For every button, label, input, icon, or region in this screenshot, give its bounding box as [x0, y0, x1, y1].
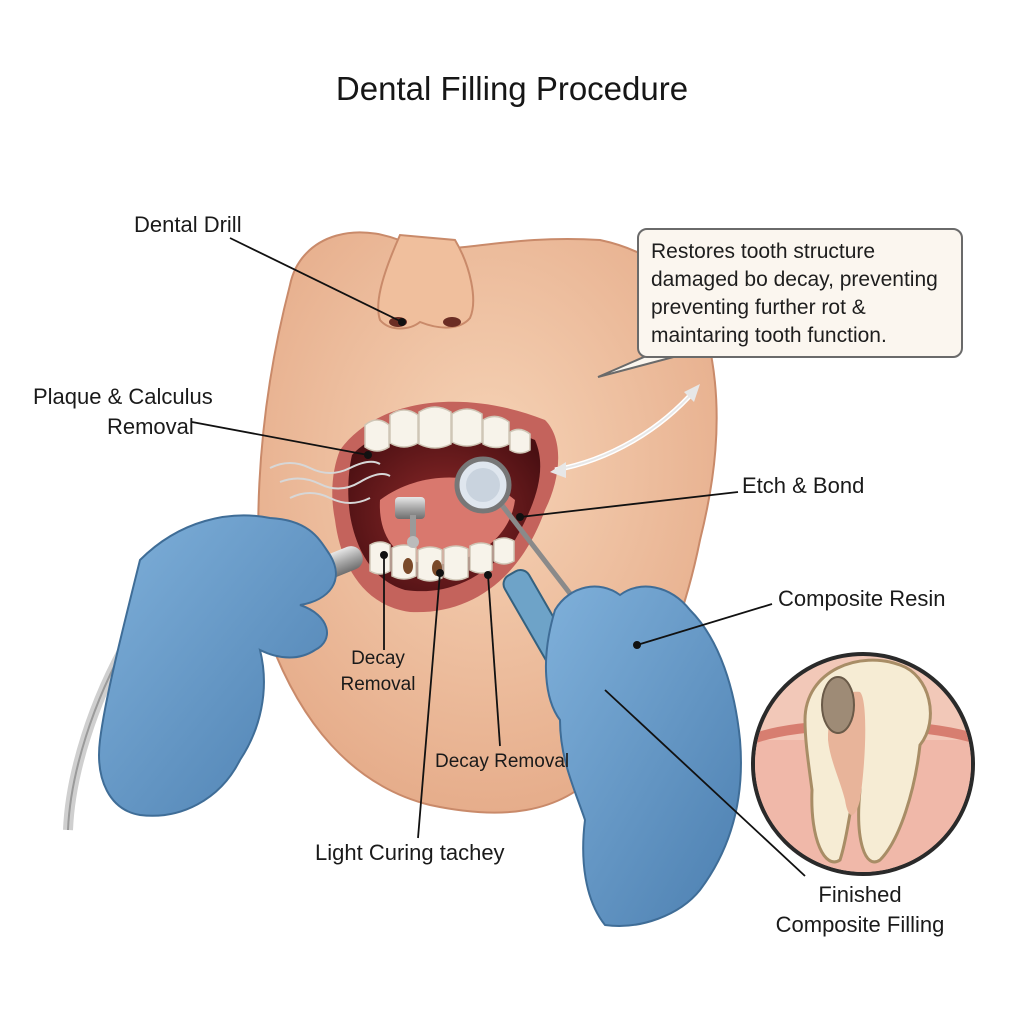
label-plaque-calculus-removal: Plaque & Calculus Removal	[33, 382, 213, 442]
nose	[377, 233, 475, 330]
label-etch-bond: Etch & Bond	[742, 473, 865, 498]
right-glove	[545, 585, 742, 927]
label-finished-composite-filling: Finished Composite Filling	[762, 880, 958, 940]
label-composite-resin: Composite Resin	[778, 586, 946, 611]
dental-mirror-icon	[454, 456, 577, 602]
label-decay-removal-left: Decay Removal	[328, 646, 428, 698]
upper-teeth	[364, 406, 531, 454]
leader-dots	[364, 318, 641, 649]
callout-line: damaged bo decay, preventing	[651, 268, 938, 291]
callout-line: maintaring tooth function.	[651, 324, 887, 347]
callout-line: Restores tooth structure	[651, 240, 876, 263]
page-title: Dental Filling Procedure	[335, 70, 689, 107]
tooth-cross-section-icon	[751, 652, 975, 876]
leader-lines	[191, 237, 806, 877]
label-plaque-line1: Plaque & Calculus	[33, 384, 213, 409]
left-glove	[98, 514, 337, 817]
label-decay-removal-right: Decay Removal	[435, 751, 570, 772]
label-decay-left-line2: Removal	[340, 674, 416, 695]
label-light-curing: Light Curing tachey	[315, 840, 505, 865]
label-plaque-line2: Removal	[106, 414, 194, 439]
water-spray	[269, 460, 391, 504]
info-callout: Restores tooth structure damaged bo deca…	[637, 228, 963, 358]
label-dental-drill: Dental Drill	[134, 212, 242, 237]
label-decay-left-line1: Decay	[351, 648, 405, 669]
label-finished-line2: Composite Filling	[775, 912, 945, 937]
callout-line: preventing further rot &	[651, 296, 866, 319]
label-finished-line1: Finished	[818, 882, 902, 907]
